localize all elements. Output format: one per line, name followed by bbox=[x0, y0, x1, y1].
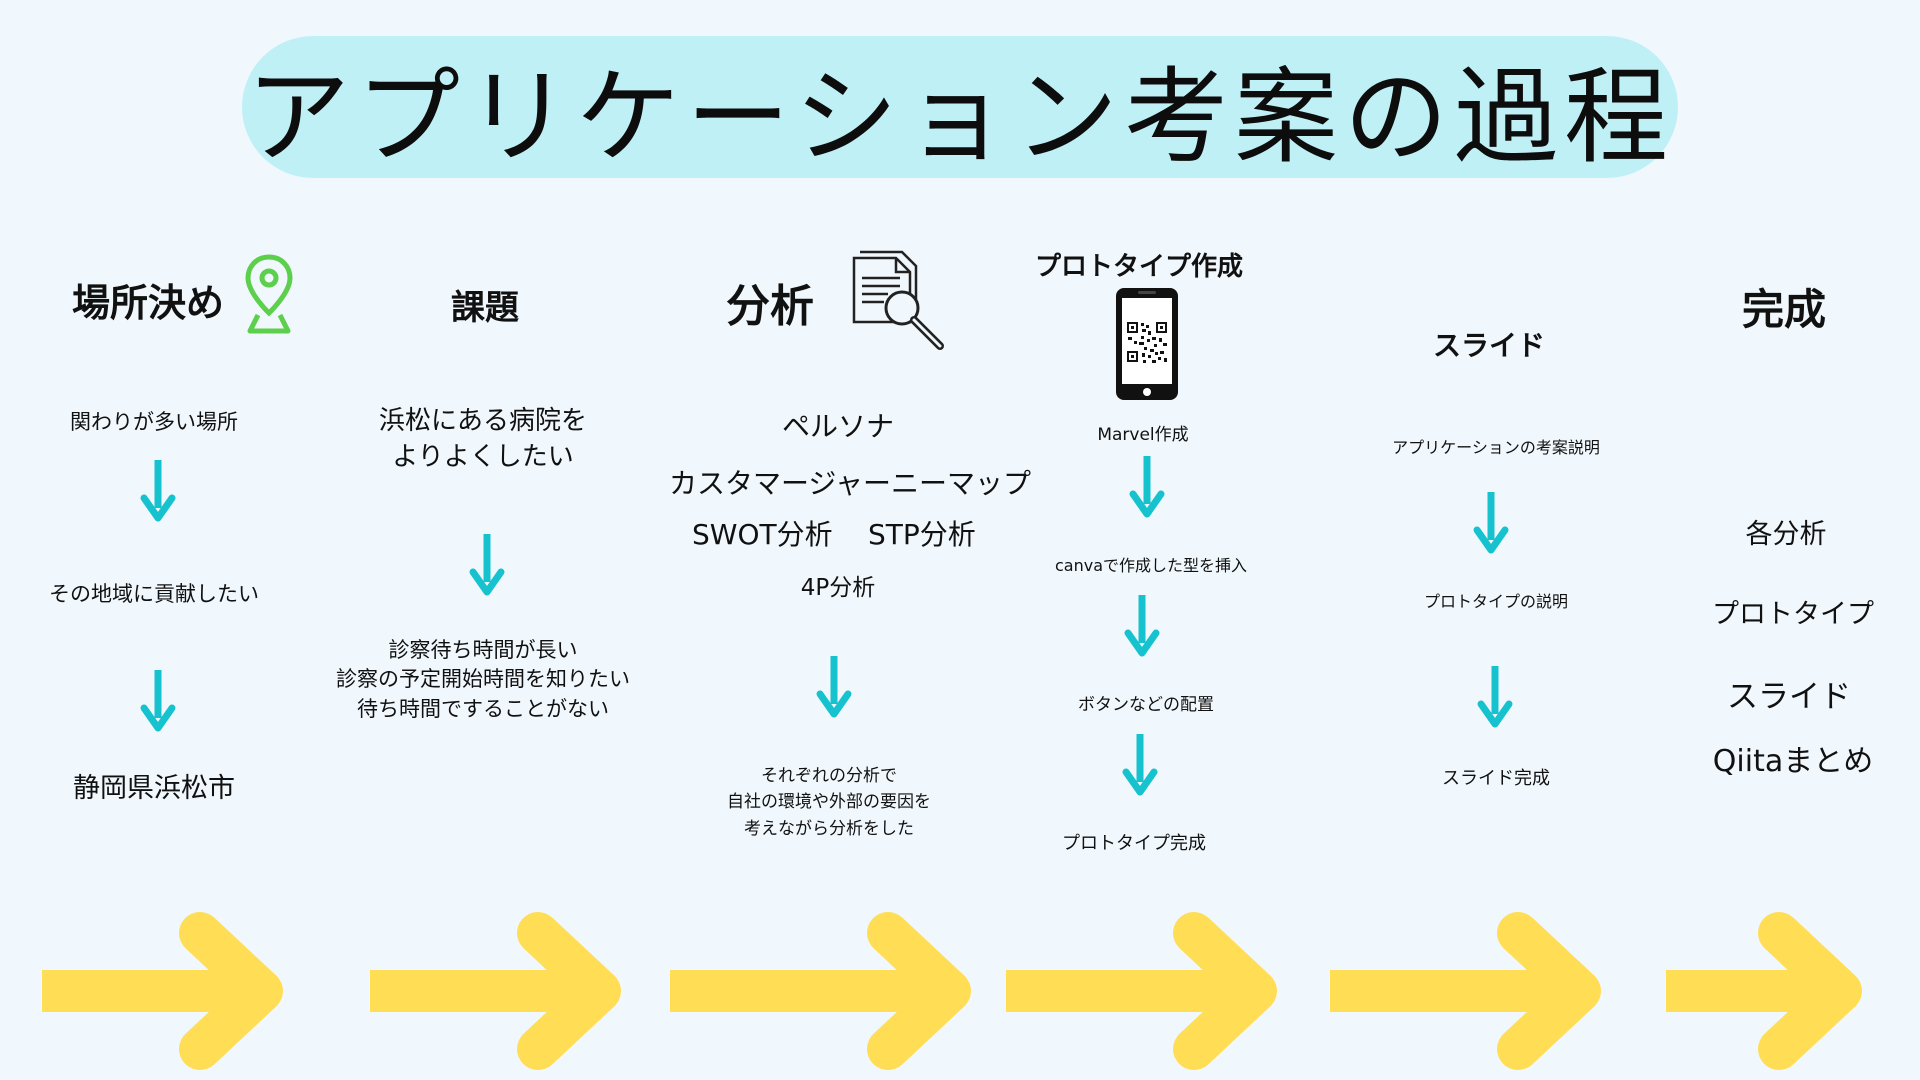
page-title: アプリケーション考案の過程 bbox=[246, 55, 1674, 178]
flow-arrow-icon bbox=[370, 912, 621, 1070]
complete-item-slides: スライド bbox=[1727, 679, 1851, 715]
heading-location: 場所決め bbox=[72, 281, 225, 325]
down-arrow-icon bbox=[1477, 666, 1513, 728]
analysis-method-journey-map: カスタマージャーニーマップ bbox=[668, 467, 1032, 500]
issue-step-2: 診察待ち時間が長い 診察の予定開始時間を知りたい 待ち時間ですることがない bbox=[336, 638, 630, 721]
complete-item-prototype: プロトタイプ bbox=[1712, 599, 1874, 630]
analysis-method-swot: SWOT分析 bbox=[692, 518, 833, 551]
smartphone-qr-icon bbox=[1116, 288, 1178, 400]
complete-item-analysis: 各分析 bbox=[1745, 519, 1827, 550]
analysis-method-persona: ペルソナ bbox=[781, 410, 895, 443]
heading-prototype: プロトタイプ作成 bbox=[1034, 252, 1244, 282]
document-search-icon bbox=[852, 250, 944, 350]
heading-slides: スライド bbox=[1432, 329, 1546, 362]
prototype-step-3: ボタンなどの配置 bbox=[1078, 695, 1214, 715]
complete-item-qiita: Qiitaまとめ bbox=[1712, 744, 1874, 779]
flow-arrow-icon bbox=[670, 912, 971, 1070]
slides-step-1: アプリケーションの考案説明 bbox=[1392, 438, 1600, 457]
issue-step-1: 浜松にある病院を よりよくしたい bbox=[378, 406, 588, 472]
down-arrow-icon bbox=[140, 670, 176, 732]
down-arrow-icon bbox=[1129, 456, 1165, 518]
slides-step-3: スライド完成 bbox=[1442, 768, 1550, 789]
heading-issue: 課題 bbox=[451, 288, 519, 328]
title-banner: アプリケーション考案の過程 bbox=[242, 36, 1678, 178]
heading-complete: 完成 bbox=[1741, 285, 1827, 334]
prototype-step-4: プロトタイプ完成 bbox=[1062, 833, 1206, 854]
flow-arrow-icon bbox=[1330, 912, 1601, 1070]
analysis-result: それぞれの分析で 自社の環境や外部の要因を 考えながら分析をした bbox=[727, 766, 931, 839]
flow-arrow-icon bbox=[42, 912, 283, 1070]
down-arrow-icon bbox=[1473, 492, 1509, 554]
analysis-method-stp: STP分析 bbox=[868, 518, 976, 551]
analysis-method-4p: 4P分析 bbox=[800, 575, 876, 601]
down-arrow-icon bbox=[140, 460, 176, 522]
flow-arrow-icon bbox=[1006, 912, 1277, 1070]
prototype-step-1: Marvel作成 bbox=[1097, 425, 1189, 445]
down-arrow-icon bbox=[1122, 734, 1158, 796]
map-pin-icon bbox=[245, 254, 293, 334]
down-arrow-icon bbox=[816, 656, 852, 718]
location-step-2: その地域に貢献したい bbox=[49, 582, 259, 606]
location-step-3: 静岡県浜松市 bbox=[73, 773, 235, 804]
down-arrow-icon bbox=[1124, 595, 1160, 657]
location-step-1: 関わりが多い場所 bbox=[70, 410, 238, 434]
heading-analysis: 分析 bbox=[726, 281, 814, 332]
flow-arrow-icon bbox=[1666, 912, 1862, 1070]
prototype-step-2: canvaで作成した型を挿入 bbox=[1054, 556, 1248, 575]
slides-step-2: プロトタイプの説明 bbox=[1423, 592, 1569, 611]
down-arrow-icon bbox=[469, 534, 505, 596]
